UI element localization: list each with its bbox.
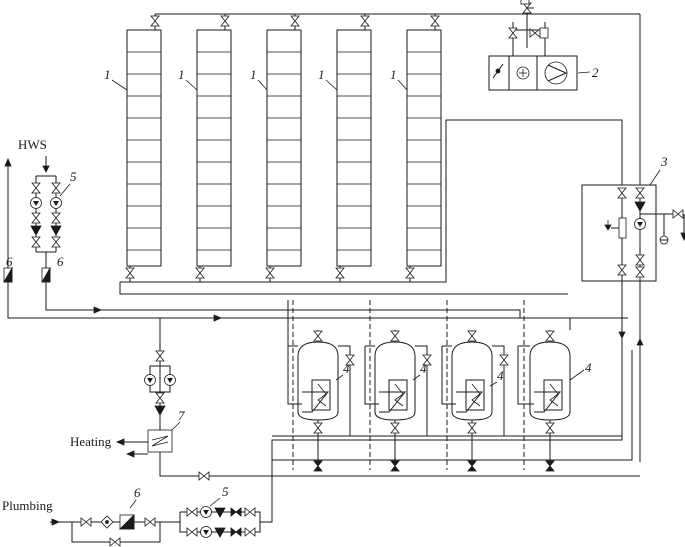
air-handling-unit: 2 [488,0,599,91]
tank-1-label: 4 [343,361,350,376]
collector-return-header [119,119,623,295]
meter-6-left-label: 6 [6,254,13,269]
pump-5-hws-label: 5 [70,169,77,184]
filter-icon [539,27,549,39]
meter-6-right-label: 6 [57,254,64,269]
storage-tank-3: 4 [441,330,509,472]
air-handler-label: 2 [592,65,599,80]
solar-collectors: 1 1 1 1 1 [104,29,442,267]
hws-branch: HWS 6 5 6 [3,137,628,322]
collector-4-label: 1 [318,67,325,82]
collector-4 [336,29,372,267]
collector-3-label: 1 [250,67,257,82]
collector-1 [126,29,162,267]
heat-exchanger-label: 7 [178,408,185,423]
storage-tank-2: 4 [364,330,432,472]
collector-5 [406,29,442,267]
tank-4-label: 4 [585,360,592,375]
pump-5-plumbing-label: 5 [222,484,229,499]
heating-branch: 7 Heating [70,318,640,481]
pump-station: 3 [271,154,685,462]
collector-5-label: 1 [390,67,397,82]
storage-tank-1: 4 [287,330,355,472]
meter-6-plumbing-label: 6 [134,485,141,500]
heating-label: Heating [70,434,112,449]
collector-1-label: 1 [104,67,111,82]
collector-2-label: 1 [178,67,185,82]
hws-label: HWS [18,137,47,152]
plumbing-branch: Plumbing 6 5 [2,476,273,547]
collector-2 [196,29,232,267]
pump-station-label: 3 [660,154,668,169]
plumbing-label: Plumbing [2,498,53,513]
tank-2-label: 4 [420,361,427,376]
storage-tank-4: 4 [517,330,592,472]
collector-supply-header [150,13,641,190]
tank-3-label: 4 [497,368,504,383]
arrow-icon [4,157,12,167]
collector-3 [266,29,302,267]
storage-tanks: 4 4 [272,300,622,472]
